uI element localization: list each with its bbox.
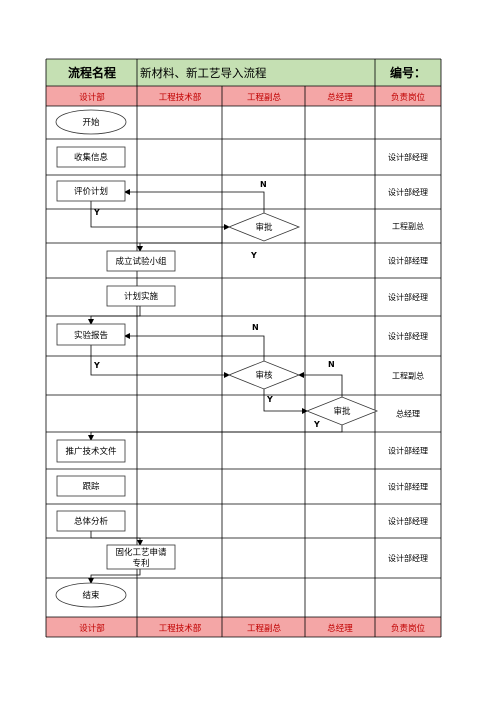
analysis-box bbox=[56, 510, 126, 532]
responsible-position: 设计部经理 bbox=[388, 292, 428, 302]
responsible-position: 总经理 bbox=[396, 409, 420, 419]
test-report-box bbox=[56, 323, 126, 346]
start-label: 开始 bbox=[82, 117, 100, 128]
column-headers-bottom: 设计部 工程技术部 工程副总 总经理 负责岗位 bbox=[79, 623, 425, 634]
flow-label-n: N bbox=[260, 180, 267, 189]
review-decision bbox=[227, 360, 301, 390]
form-team-label: 成立试验小组 bbox=[115, 256, 167, 267]
evaluate-plan-box bbox=[56, 180, 126, 202]
patent-label-line2: 专利 bbox=[132, 558, 149, 569]
responsible-position: 设计部经理 bbox=[388, 446, 428, 456]
responsible-position: 设计部经理 bbox=[388, 187, 428, 197]
column-header: 总经理 bbox=[327, 92, 353, 103]
end-label: 结束 bbox=[82, 590, 100, 601]
connector-approve2-no bbox=[298, 372, 343, 397]
connector-analysis-patent bbox=[90, 531, 143, 546]
end-terminator bbox=[55, 582, 127, 608]
implement-plan-box bbox=[106, 285, 176, 307]
approve-1-label: 审批 bbox=[255, 222, 273, 233]
responsible-position: 工程副总 bbox=[392, 221, 424, 231]
approve-decision-2 bbox=[305, 396, 379, 426]
test-report-label: 实验报告 bbox=[74, 330, 108, 341]
column-header: 工程副总 bbox=[247, 623, 282, 634]
implement-plan-label: 计划实施 bbox=[124, 291, 159, 302]
collect-info-box bbox=[56, 146, 126, 168]
connector-plan-report bbox=[88, 306, 141, 325]
nodes bbox=[55, 109, 379, 608]
column-header: 设计部 bbox=[79, 623, 105, 634]
process-name-label: 流程名程 bbox=[68, 65, 116, 80]
connector-approve2-yes bbox=[88, 425, 343, 441]
evaluate-plan-label: 评价计划 bbox=[74, 186, 108, 197]
process-name-value: 新材料、新工艺导入流程 bbox=[140, 66, 267, 80]
responsible-position: 设计部经理 bbox=[388, 152, 428, 162]
connector-report-review bbox=[90, 345, 230, 378]
responsible-position: 设计部经理 bbox=[388, 482, 428, 492]
form-team-box bbox=[106, 250, 176, 272]
responsible-position: 设计部经理 bbox=[388, 553, 428, 563]
column-header: 工程技术部 bbox=[159, 623, 202, 634]
collect-info-label: 收集信息 bbox=[74, 152, 109, 163]
table-grid bbox=[45, 58, 442, 638]
approve-2-label: 审批 bbox=[333, 406, 351, 417]
start-terminator bbox=[55, 109, 127, 135]
track-box bbox=[56, 475, 126, 497]
connector-approve1-yes bbox=[137, 226, 229, 252]
patent-box bbox=[106, 544, 176, 570]
connector-approve1-no bbox=[124, 189, 265, 213]
flow-label-y: Y bbox=[266, 395, 273, 404]
promote-docs-label: 推广技术文件 bbox=[65, 446, 117, 457]
column-header: 设计部 bbox=[79, 92, 105, 103]
responsible-position: 工程副总 bbox=[392, 371, 424, 381]
column-header: 工程技术部 bbox=[159, 92, 202, 103]
promote-docs-box bbox=[56, 439, 126, 463]
flow-label-y: Y bbox=[93, 208, 100, 217]
connector-evaluate-approve1 bbox=[90, 201, 230, 230]
process-number-label: 编号： bbox=[389, 65, 426, 80]
responsible-position: 设计部经理 bbox=[388, 256, 428, 266]
connector-review-no bbox=[124, 333, 265, 361]
column-header: 负责岗位 bbox=[391, 92, 426, 103]
track-label: 跟踪 bbox=[82, 481, 100, 492]
flow-label-n: N bbox=[328, 360, 335, 369]
column-headers-top: 设计部 工程技术部 工程副总 总经理 负责岗位 bbox=[79, 92, 425, 103]
analysis-label: 总体分析 bbox=[74, 516, 109, 527]
flow-label-n: N bbox=[252, 323, 259, 332]
responsible-position: 设计部经理 bbox=[388, 331, 428, 341]
responsible-position: 设计部经理 bbox=[388, 516, 428, 526]
patent-label-line1: 固化工艺申请 bbox=[115, 547, 167, 558]
connector-review-yes bbox=[263, 389, 308, 414]
column-header-bottom-bg bbox=[46, 617, 441, 637]
flow-label-y: Y bbox=[250, 251, 257, 260]
flow-label-y: Y bbox=[93, 361, 100, 370]
column-header: 工程副总 bbox=[247, 92, 282, 103]
flow-label-y: Y bbox=[313, 420, 320, 429]
approve-decision-1 bbox=[227, 212, 301, 242]
column-header-top-bg bbox=[46, 86, 441, 106]
connector-patent-end bbox=[88, 569, 141, 584]
responsible-column: 设计部经理设计部经理工程副总设计部经理设计部经理设计部经理工程副总总经理设计部经… bbox=[388, 152, 428, 563]
column-header: 总经理 bbox=[327, 623, 353, 634]
connectors bbox=[88, 189, 343, 584]
column-header: 负责岗位 bbox=[391, 623, 426, 634]
review-label: 审核 bbox=[255, 370, 273, 381]
